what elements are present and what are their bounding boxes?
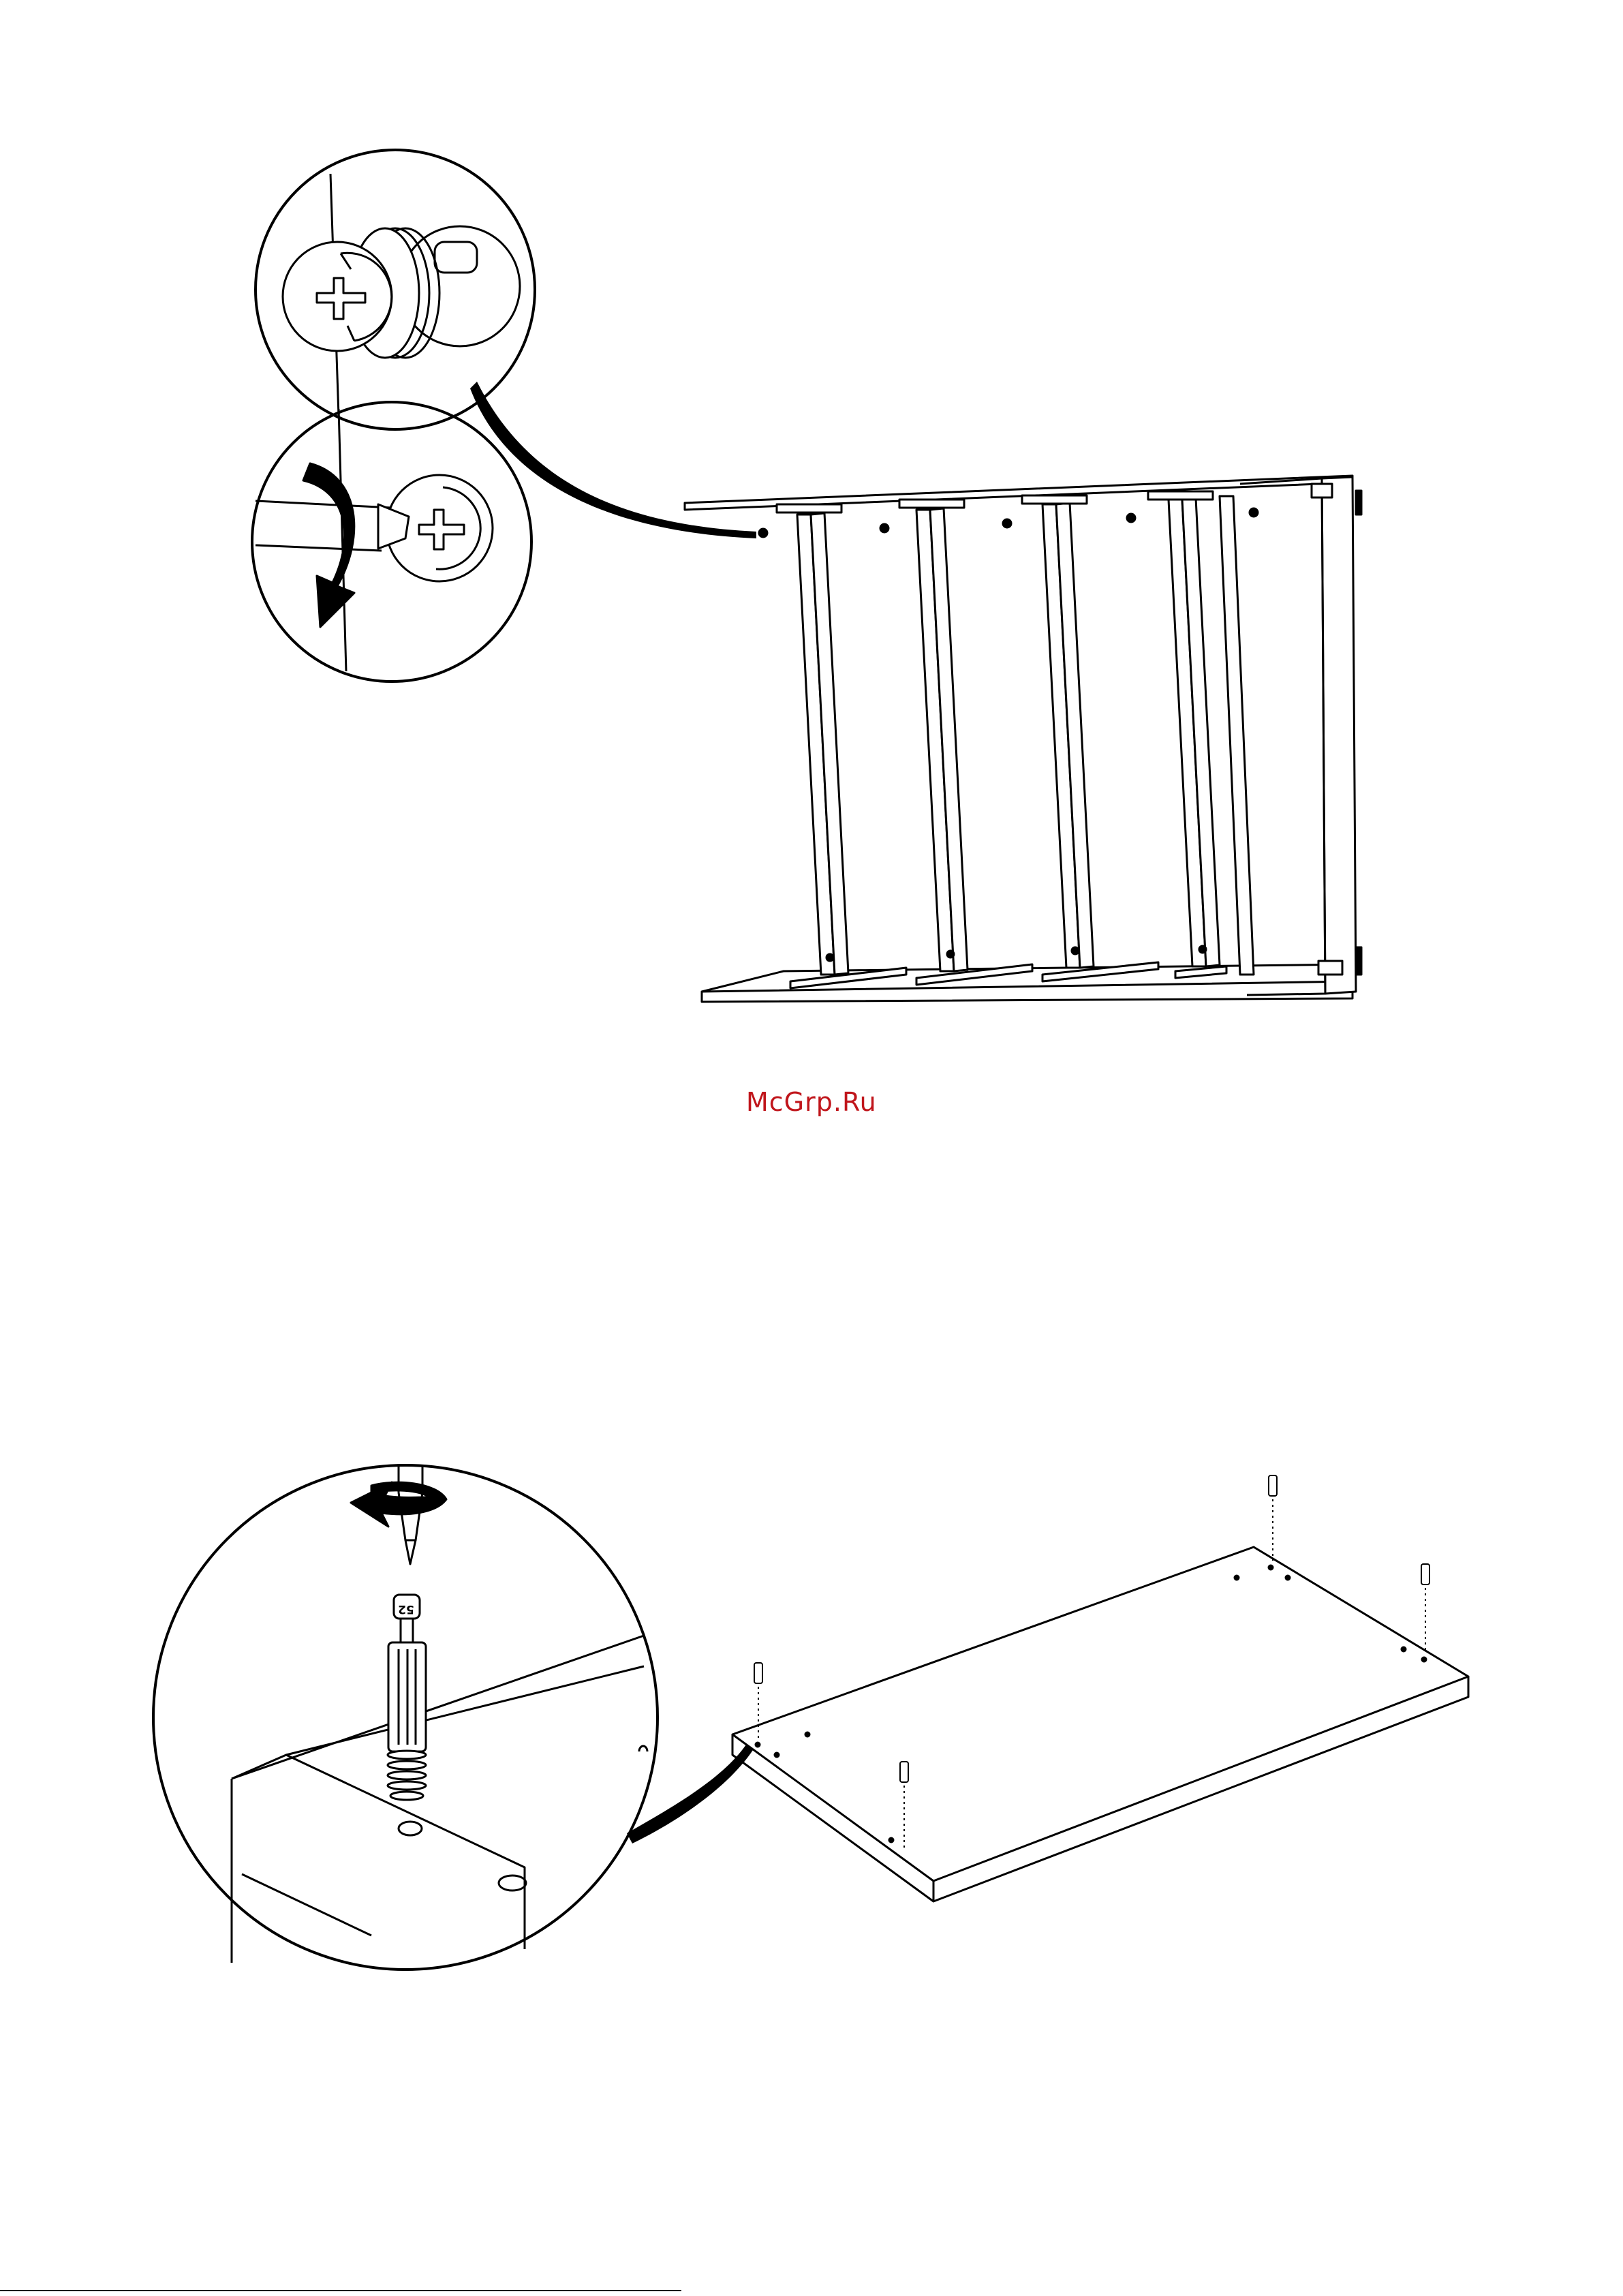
- cabinet-frame: [685, 476, 1361, 1002]
- part-number-label: 52: [386, 1595, 427, 1623]
- cam-turn-detail-icon: [252, 402, 531, 682]
- step-b: [153, 1465, 1468, 1970]
- cam-bolt-detail-icon: [153, 1465, 658, 1970]
- footer-rule: [0, 2290, 681, 2291]
- step-a: [252, 150, 1361, 1002]
- watermark-text: McGrp.Ru: [746, 1087, 877, 1117]
- panel-board: [732, 1475, 1468, 1901]
- cam-lock-detail-icon: [256, 150, 535, 429]
